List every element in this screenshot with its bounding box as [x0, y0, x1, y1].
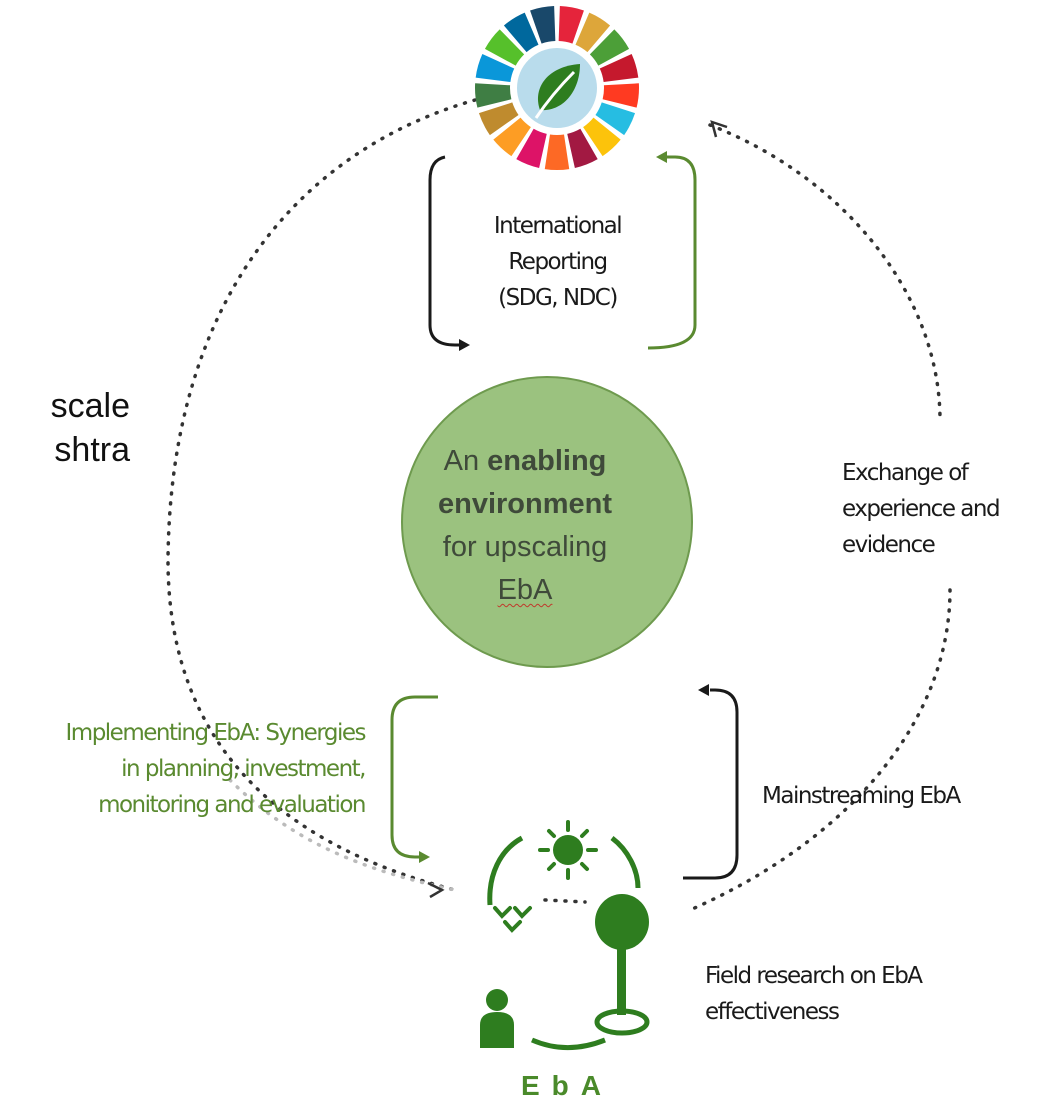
field-line-2: effectiveness	[705, 999, 840, 1025]
sdg-wheel-segment	[530, 6, 556, 44]
exchange-line-2: experience and	[842, 496, 1001, 522]
logo-arc-bottom	[531, 1037, 606, 1050]
dotted-arrowhead-bottom	[427, 881, 445, 899]
center-line-2: environment	[415, 483, 635, 526]
sdg-wheel-segment	[503, 12, 539, 53]
sdg-wheel-segment	[484, 29, 525, 66]
sdg-wheel-segment	[599, 54, 639, 83]
center-line-3: for upscaling	[442, 531, 608, 563]
sdg-wheel-segment	[493, 117, 531, 157]
logo-arc-left	[487, 835, 524, 906]
field-line-1: Field research on EbA	[705, 963, 923, 989]
dotted-loop-left	[166, 98, 477, 892]
sdg-wheel-segment	[589, 29, 630, 66]
sdg-wheel-segment	[558, 6, 584, 44]
logo-arc-right	[610, 836, 641, 889]
eba-logo-text: EbA	[521, 1070, 613, 1101]
center-line-1: An enabling	[415, 440, 635, 483]
sdg-wheel-segment	[583, 117, 621, 157]
birds-icon	[493, 906, 532, 933]
side-line-1: scale	[50, 387, 130, 425]
arrowhead-up-to-reporting	[656, 151, 667, 163]
arrow-up-to-reporting	[647, 155, 697, 350]
implementing-line-2: in planning, investment,	[121, 756, 366, 782]
mainstreaming-label: Mainstreaming EbA	[762, 783, 961, 809]
dotted-loop-left-faded	[228, 778, 457, 892]
center-line-1-pre: An	[443, 445, 488, 477]
sdg-wheel-segment	[475, 54, 515, 83]
implementing-label: Implementing EbA: Synergies in planning,…	[66, 715, 367, 823]
arrow-up-to-center	[683, 688, 739, 880]
sdg-wheel-segment	[478, 102, 519, 136]
center-eba-word: EbA	[497, 574, 553, 606]
sun-rays	[538, 820, 598, 880]
eba-logo-icon	[480, 820, 650, 1050]
sdg-ndc-line: (SDG, NDC)	[498, 285, 618, 311]
implementing-line-3: monitoring and evaluation	[98, 792, 366, 818]
side-line-2: shtra	[54, 431, 130, 469]
tree-icon	[594, 894, 650, 1036]
international-line: International	[493, 213, 623, 239]
sdg-wheel-segment	[602, 83, 639, 108]
sdg-wheel-icon	[474, 6, 639, 170]
dotted-loop-right	[708, 123, 942, 422]
dotted-link-bottom	[543, 898, 587, 904]
center-line-1-bold: enabling	[487, 445, 607, 477]
reporting-line: Reporting	[508, 249, 608, 275]
field-research-label: Field research on EbA effectiveness	[705, 958, 923, 1030]
international-reporting-label: International Reporting (SDG, NDC)	[470, 208, 645, 316]
sdg-wheel-segment	[567, 128, 598, 169]
implementing-line-1: Implementing EbA: Synergies	[65, 720, 367, 746]
dotted-loop-right-lower	[688, 588, 952, 912]
arrowhead-down-to-center	[459, 339, 470, 351]
sdg-wheel-segment	[575, 12, 611, 53]
arrowhead-up-to-center	[698, 684, 709, 696]
sdg-wheel-segment	[474, 83, 512, 108]
sdg-wheel-segment	[544, 134, 570, 170]
sdg-wheel-segment	[516, 128, 547, 169]
sdg-wheel-segment	[595, 102, 636, 136]
exchange-line-1: Exchange of	[842, 460, 969, 486]
exchange-line-3: evidence	[842, 532, 936, 558]
dotted-arrowhead-top	[710, 120, 728, 138]
center-text: An enabling environment for upscaling Eb…	[415, 440, 635, 612]
center-line-4: EbA	[415, 569, 635, 612]
sun-icon	[553, 835, 583, 865]
arrowhead-down-to-eba	[419, 851, 430, 863]
center-line-2-bold: environment	[437, 488, 613, 520]
exchange-label: Exchange of experience and evidence	[842, 455, 1042, 563]
arrow-down-to-eba	[390, 695, 438, 859]
arrow-down-to-center	[428, 155, 462, 347]
person-icon	[480, 989, 514, 1048]
center-circle	[401, 376, 693, 668]
leaf-icon	[534, 64, 580, 119]
cropped-side-text: scale shtra	[0, 384, 130, 472]
